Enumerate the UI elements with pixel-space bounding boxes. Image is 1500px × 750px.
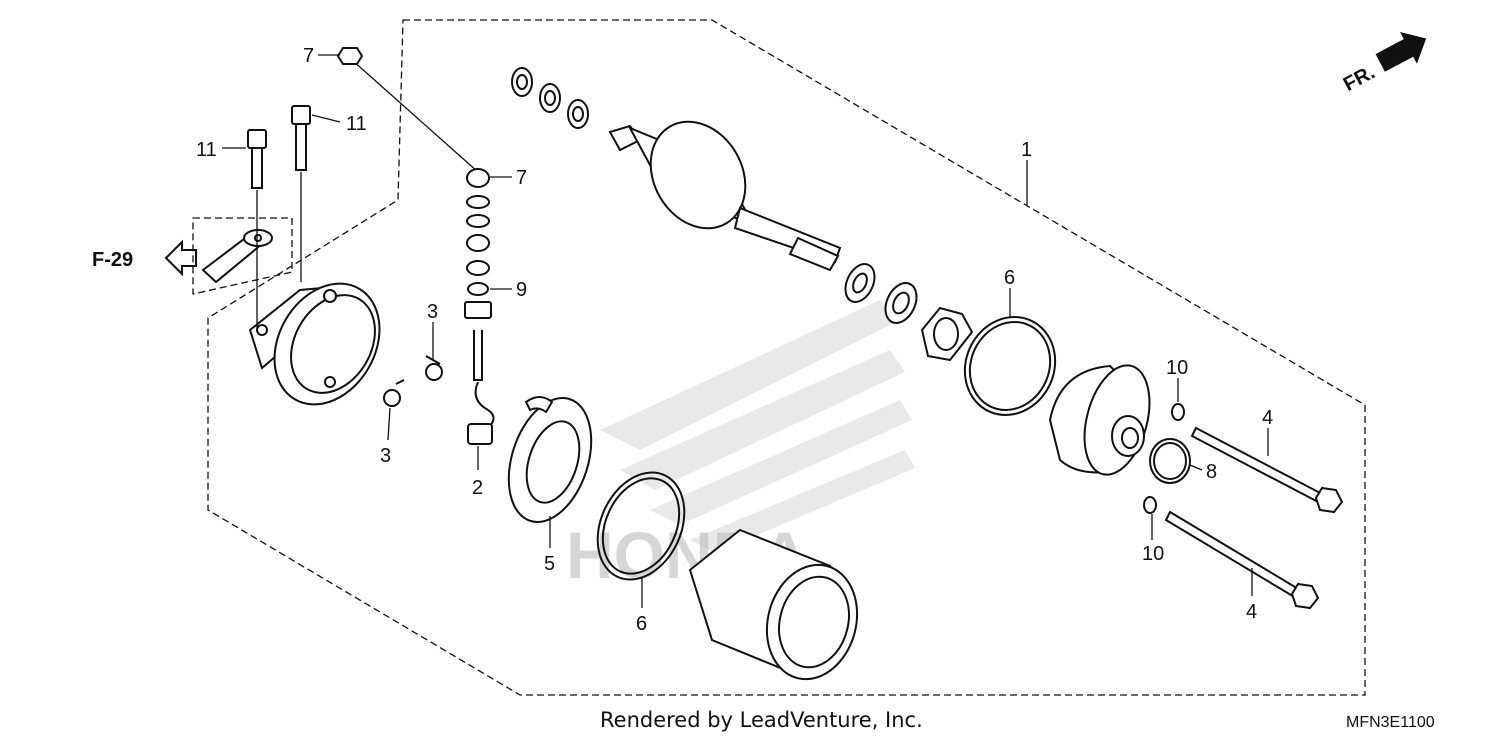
callout-7-top: 7 <box>303 45 314 67</box>
callout-5: 5 <box>544 553 555 575</box>
f29-reference-label: F-29 <box>92 249 133 271</box>
bolt-11-right <box>291 105 311 282</box>
diagram-code: MFN3E1100 <box>1346 714 1435 731</box>
brush-spring-upper <box>425 355 443 381</box>
o-ring-6-lower <box>596 471 686 581</box>
front-direction-label: FR. <box>1340 61 1379 96</box>
callout-10-lower: 10 <box>1142 543 1164 565</box>
callout-3-lower: 3 <box>380 445 391 467</box>
render-credit: Rendered by LeadVenture, Inc. <box>600 708 923 732</box>
o-ring-8 <box>1149 438 1191 484</box>
through-bolt-4-upper <box>1190 426 1344 514</box>
callout-leaders <box>222 54 1269 608</box>
front-direction-arrow: FR. <box>1340 32 1427 96</box>
callout-11-right: 11 <box>346 113 367 135</box>
callout-1: 1 <box>1021 139 1032 161</box>
callout-6-upper: 6 <box>1004 267 1015 289</box>
front-cover <box>1048 364 1151 476</box>
callout-7-stack: 7 <box>516 167 527 189</box>
honda-wing-watermark <box>600 300 915 553</box>
armature <box>608 120 842 272</box>
terminal-connector <box>201 229 273 284</box>
terminal-subbox-dashed <box>192 217 293 295</box>
callout-2: 2 <box>472 477 483 499</box>
callout-6-lower: 6 <box>636 613 647 635</box>
nut-7-leader-line <box>351 59 479 173</box>
rear-cover <box>248 282 381 406</box>
yoke-housing <box>688 528 859 681</box>
nut-7-top <box>336 47 364 65</box>
lock-plate <box>920 306 974 362</box>
o-ring-6-upper <box>963 316 1057 416</box>
thrust-washers-top <box>511 67 589 129</box>
callout-10-upper: 10 <box>1166 357 1188 379</box>
brush-spring-lower <box>383 379 405 407</box>
washer-10-lower <box>1143 496 1157 514</box>
washer-10-upper <box>1171 403 1185 421</box>
callout-11-left: 11 <box>196 139 217 161</box>
armature-washers <box>844 263 918 324</box>
callout-8: 8 <box>1206 461 1217 483</box>
callout-4-upper: 4 <box>1262 407 1273 429</box>
callout-4-lower: 4 <box>1246 601 1257 623</box>
assembly-boundary-dashed <box>207 19 1366 696</box>
callout-3-upper: 3 <box>427 301 438 323</box>
terminal-washer-stack <box>464 168 492 381</box>
bolt-11-left <box>247 129 267 330</box>
brush-holder-plate <box>507 396 593 523</box>
through-bolt-4-lower <box>1164 510 1320 610</box>
callout-9: 9 <box>516 279 527 301</box>
brush-with-terminal <box>467 381 495 445</box>
f29-reference-arrow <box>164 239 197 277</box>
